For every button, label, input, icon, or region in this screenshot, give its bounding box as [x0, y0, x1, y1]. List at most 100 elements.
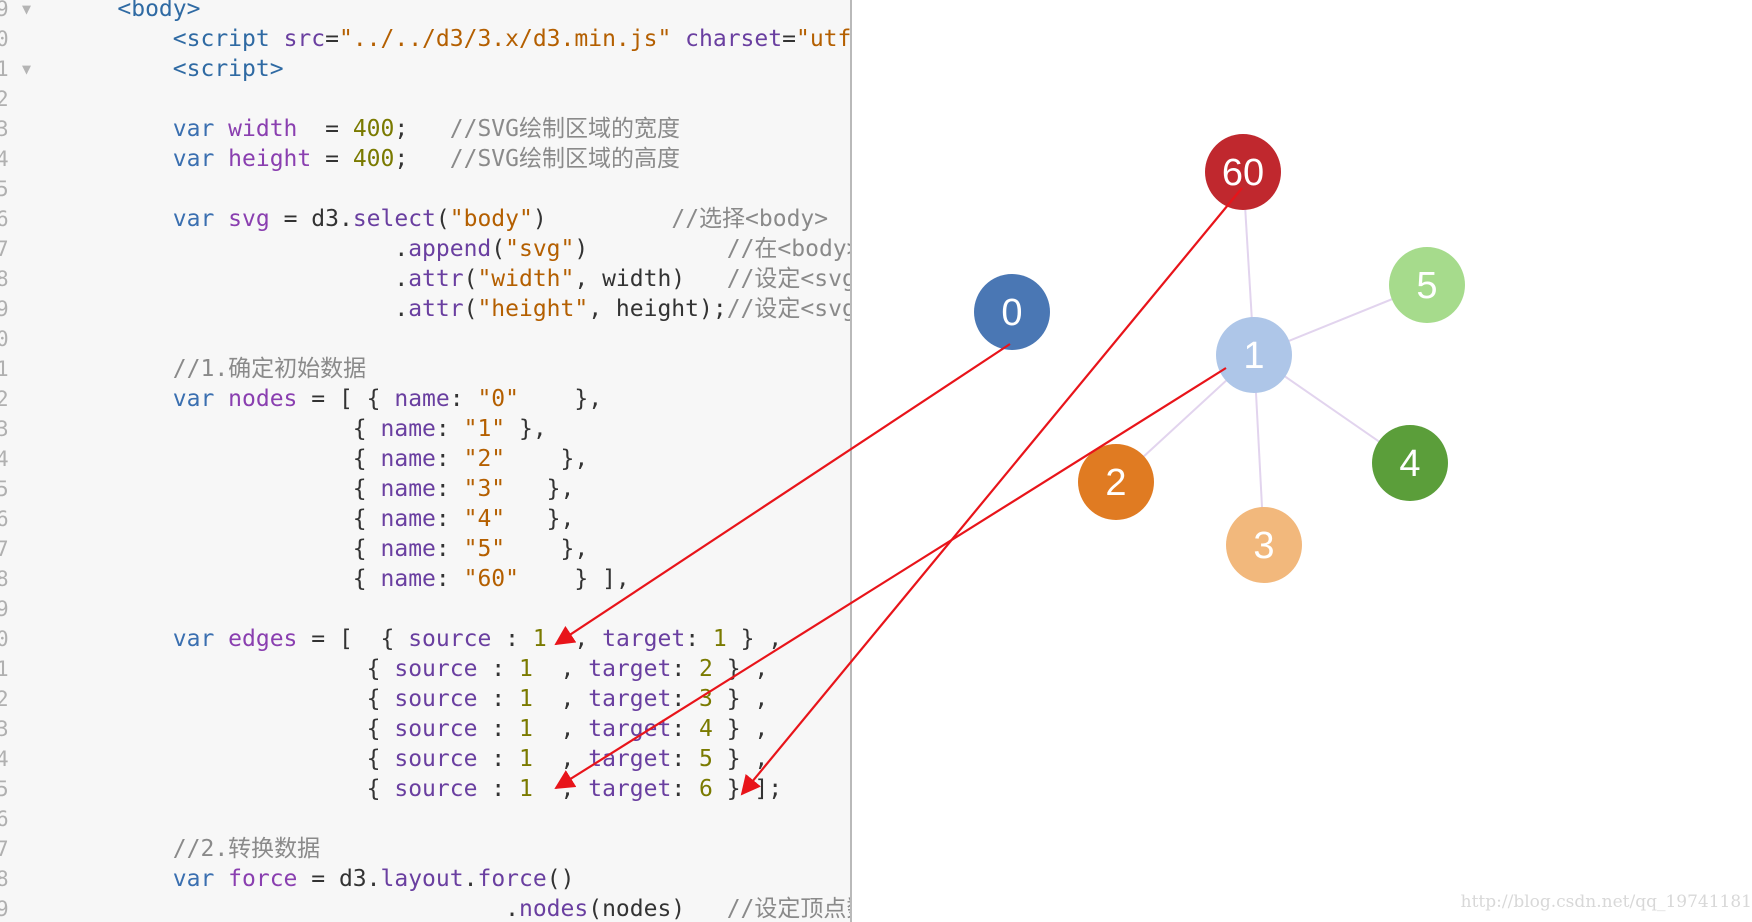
- code-token: {: [62, 716, 395, 742]
- code-line[interactable]: 0 var edges = [ { source : 1 , target: 1…: [0, 624, 850, 654]
- code-text: <body>: [62, 0, 200, 24]
- graph-node[interactable]: 5: [1389, 247, 1465, 323]
- line-number: 3: [0, 117, 9, 141]
- code-line[interactable]: 3 var width = 400; //SVG绘制区域的宽度: [0, 114, 850, 144]
- code-text: var svg = d3.select("body") //选择<body>: [62, 204, 828, 234]
- code-token: <script: [62, 26, 284, 52]
- code-token: "1": [463, 416, 506, 442]
- code-token: :: [477, 656, 519, 682]
- code-line[interactable]: 0: [0, 324, 850, 354]
- code-line[interactable]: 9 .nodes(nodes) //设定顶点数组: [0, 894, 850, 922]
- graph-node[interactable]: 60: [1205, 134, 1281, 210]
- code-token: :: [671, 776, 700, 802]
- code-token: :: [449, 386, 478, 412]
- code-text: { source : 1 , target: 6 } ];: [62, 774, 783, 804]
- code-line[interactable]: 2 { source : 1 , target: 3 } ,: [0, 684, 850, 714]
- code-token: ,: [532, 716, 589, 742]
- code-token: height: [228, 146, 312, 172]
- code-token: "width": [477, 266, 575, 292]
- code-line[interactable]: 1▼ <script>: [0, 54, 850, 84]
- line-number: 1: [0, 57, 9, 81]
- code-line[interactable]: 9: [0, 594, 850, 624]
- line-number: 8: [0, 267, 9, 291]
- code-token: :: [435, 506, 464, 532]
- fold-toggle-icon[interactable]: ▼: [22, 0, 32, 18]
- code-token: (nodes): [588, 896, 727, 922]
- code-editor[interactable]: 9▼ <body>0 <script src="../../d3/3.x/d3.…: [0, 0, 850, 922]
- code-line[interactable]: 7 //2.转换数据: [0, 834, 850, 864]
- code-token: ,: [532, 656, 589, 682]
- code-token: charset: [685, 26, 783, 52]
- code-line[interactable]: 7 { name: "5" },: [0, 534, 850, 564]
- code-token: 1: [518, 776, 533, 802]
- line-number: 9: [0, 297, 9, 321]
- code-text: { name: "4" },: [62, 504, 575, 534]
- code-token: ,: [532, 686, 589, 712]
- code-line[interactable]: 6 { name: "4" },: [0, 504, 850, 534]
- code-token: //设定<svg>的高度属性: [726, 296, 850, 322]
- code-token: "5": [463, 536, 506, 562]
- code-line[interactable]: 3 { name: "1" },: [0, 414, 850, 444]
- code-text: //1.确定初始数据: [62, 354, 366, 384]
- code-line[interactable]: 4 { name: "2" },: [0, 444, 850, 474]
- code-token: "4": [463, 506, 506, 532]
- line-number: 2: [0, 387, 9, 411]
- code-line[interactable]: 6 var svg = d3.select("body") //选择<body>: [0, 204, 850, 234]
- line-number: 4: [0, 447, 9, 471]
- code-token: name: [380, 506, 436, 532]
- code-line[interactable]: 4 { source : 1 , target: 5 } ,: [0, 744, 850, 774]
- code-text: var height = 400; //SVG绘制区域的高度: [62, 144, 680, 174]
- code-token: force: [477, 866, 547, 892]
- code-token: =: [297, 116, 353, 142]
- code-line[interactable]: 9▼ <body>: [0, 0, 850, 24]
- code-line[interactable]: 1 { source : 1 , target: 2 } ,: [0, 654, 850, 684]
- code-text: .attr("height", height);//设定<svg>的高度属性: [62, 294, 850, 324]
- code-token: 400: [352, 146, 395, 172]
- code-token: } ,: [712, 656, 769, 682]
- code-line[interactable]: 5 { name: "3" },: [0, 474, 850, 504]
- graph-node[interactable]: 3: [1226, 507, 1302, 583]
- code-line[interactable]: 6: [0, 804, 850, 834]
- code-token: 1: [518, 686, 533, 712]
- line-number: 2: [0, 687, 9, 711]
- code-line[interactable]: 1 //1.确定初始数据: [0, 354, 850, 384]
- graph-node[interactable]: 4: [1372, 425, 1448, 501]
- code-line[interactable]: 4 var height = 400; //SVG绘制区域的高度: [0, 144, 850, 174]
- code-token: attr: [408, 266, 464, 292]
- code-line[interactable]: 2 var nodes = [ { name: "0" },: [0, 384, 850, 414]
- code-line[interactable]: 8 var force = d3.layout.force(): [0, 864, 850, 894]
- code-line[interactable]: 5 { source : 1 , target: 6 } ];: [0, 774, 850, 804]
- graph-node[interactable]: 2: [1078, 444, 1154, 520]
- code-token: = d3.: [297, 866, 381, 892]
- code-token: },: [519, 386, 603, 412]
- code-token: [671, 26, 685, 52]
- fold-toggle-icon[interactable]: ▼: [22, 60, 32, 78]
- code-line[interactable]: 3 { source : 1 , target: 4 } ,: [0, 714, 850, 744]
- code-token: source: [394, 746, 478, 772]
- graph-node[interactable]: 0: [974, 274, 1050, 350]
- code-line[interactable]: 8 .attr("width", width) //设定<svg>的宽度属性: [0, 264, 850, 294]
- code-token: 1: [712, 626, 727, 652]
- code-token: 3: [699, 686, 713, 712]
- code-line[interactable]: 5: [0, 174, 850, 204]
- code-token: =: [311, 146, 353, 172]
- line-number: 1: [0, 357, 9, 381]
- code-line[interactable]: 0 <script src="../../d3/3.x/d3.min.js" c…: [0, 24, 850, 54]
- code-token: //2.转换数据: [62, 836, 321, 862]
- code-token: :: [685, 626, 713, 652]
- code-token: {: [62, 446, 381, 472]
- code-token: = d3.: [269, 206, 353, 232]
- code-token: append: [408, 236, 492, 262]
- code-token: ,: [532, 776, 589, 802]
- code-line[interactable]: 2: [0, 84, 850, 114]
- code-text: { name: "3" },: [62, 474, 575, 504]
- code-line[interactable]: 8 { name: "60" } ],: [0, 564, 850, 594]
- node-label: 3: [1253, 525, 1274, 567]
- code-text: <script src="../../d3/3.x/d3.min.js" cha…: [62, 24, 850, 54]
- code-token: 6: [699, 776, 713, 802]
- code-line[interactable]: 9 .attr("height", height);//设定<svg>的高度属性: [0, 294, 850, 324]
- line-number: 7: [0, 237, 9, 261]
- code-token: ;: [394, 116, 450, 142]
- graph-node[interactable]: 1: [1216, 317, 1292, 393]
- code-line[interactable]: 7 .append("svg") //在<body>中添加<svg>: [0, 234, 850, 264]
